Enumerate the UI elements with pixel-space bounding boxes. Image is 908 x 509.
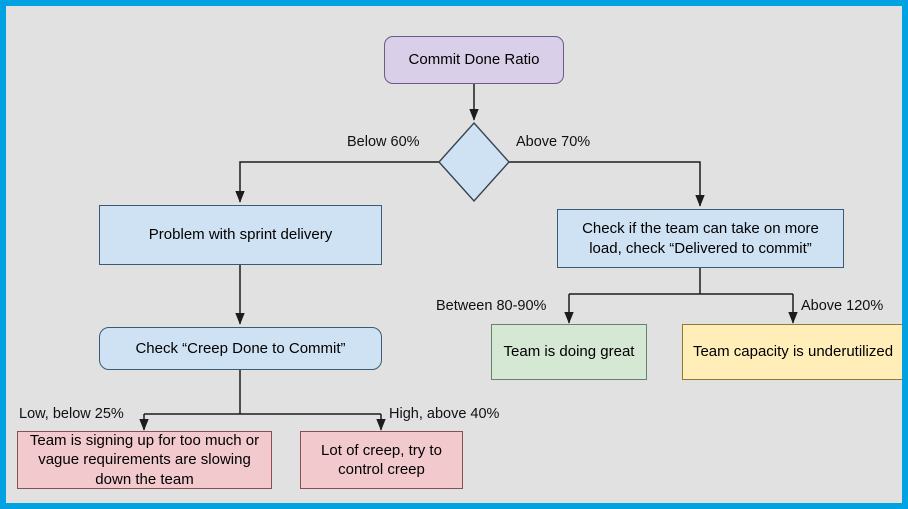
node-problem-with-sprint-delivery[interactable]: Problem with sprint delivery	[99, 205, 382, 265]
node-team-capacity-underutilized[interactable]: Team capacity is underutilized	[682, 324, 902, 380]
node-check-creep-done-to-commit[interactable]: Check “Creep Done to Commit”	[99, 327, 382, 370]
node-lot-of-creep[interactable]: Lot of creep, try to control creep	[300, 431, 463, 489]
connector-layer	[139, 84, 798, 431]
node-check-if-team-can-take-more-load[interactable]: Check if the team can take on more load,…	[557, 209, 844, 268]
edge-label-above-70: Above 70%	[516, 134, 591, 150]
node-label: Check “Creep Done to Commit”	[135, 339, 346, 357]
node-label: Lot of creep, try to control creep	[321, 441, 442, 478]
edge-label-between-80-90: Between 80-90%	[436, 298, 547, 314]
node-label: Team capacity is underutilized	[692, 343, 894, 361]
node-label: Team is doing great	[503, 343, 635, 361]
node-label: Commit Done Ratio	[408, 51, 540, 69]
node-team-signing-up-too-much[interactable]: Team is signing up for too much or vague…	[17, 431, 272, 489]
edge-label-above-120: Above 120%	[801, 298, 884, 314]
node-team-is-doing-great[interactable]: Team is doing great	[491, 324, 647, 380]
node-label: Team is signing up for too much or vague…	[29, 432, 260, 488]
edge-label-low-below-25: Low, below 25%	[19, 406, 124, 422]
ratio-decision-diamond[interactable]	[438, 121, 510, 203]
edge-label-high-above-40: High, above 40%	[389, 406, 500, 422]
edge-decision-to-check-load	[508, 161, 705, 207]
node-commit-done-ratio[interactable]: Commit Done Ratio	[384, 36, 564, 84]
node-label: Check if the team can take on more load,…	[582, 220, 819, 257]
edge-label-below-60: Below 60%	[347, 134, 420, 150]
edge-decision-to-problem	[235, 161, 440, 203]
node-label: Problem with sprint delivery	[148, 226, 333, 244]
